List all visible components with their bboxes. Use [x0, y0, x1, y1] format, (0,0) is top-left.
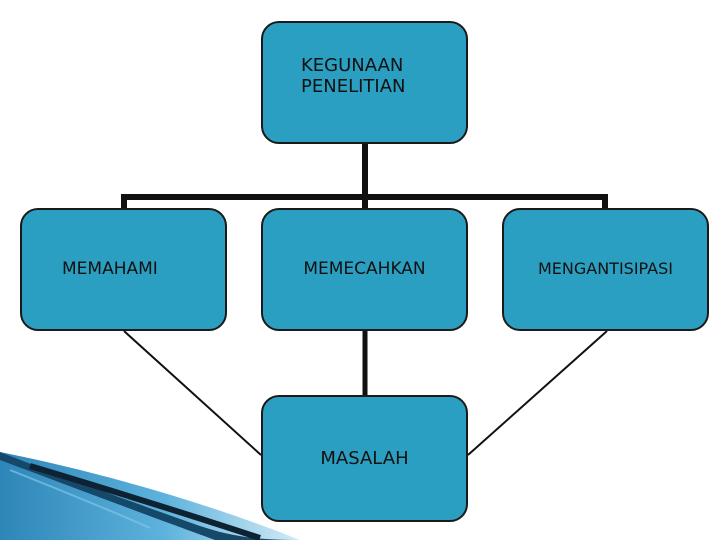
node-masalah: MASALAH — [261, 395, 468, 522]
connector-right-to-target — [467, 330, 608, 456]
node-root-label-line2: PENELITIAN — [301, 76, 406, 98]
node-memahami-label: MEMAHAMI — [62, 259, 158, 280]
node-memecahkan-label: MEMECAHKAN — [303, 259, 426, 280]
node-root: KEGUNAAN PENELITIAN — [261, 21, 468, 144]
node-masalah-label: MASALAH — [320, 447, 409, 469]
node-memahami: MEMAHAMI — [20, 208, 227, 331]
connector-left-to-target — [123, 330, 262, 456]
node-memecahkan: MEMECAHKAN — [261, 208, 468, 331]
node-mengantisipasi-label: MENGANTISIPASI — [537, 259, 673, 279]
node-root-label-line1: KEGUNAAN — [301, 55, 404, 76]
node-mengantisipasi: MENGANTISIPASI — [502, 208, 709, 331]
